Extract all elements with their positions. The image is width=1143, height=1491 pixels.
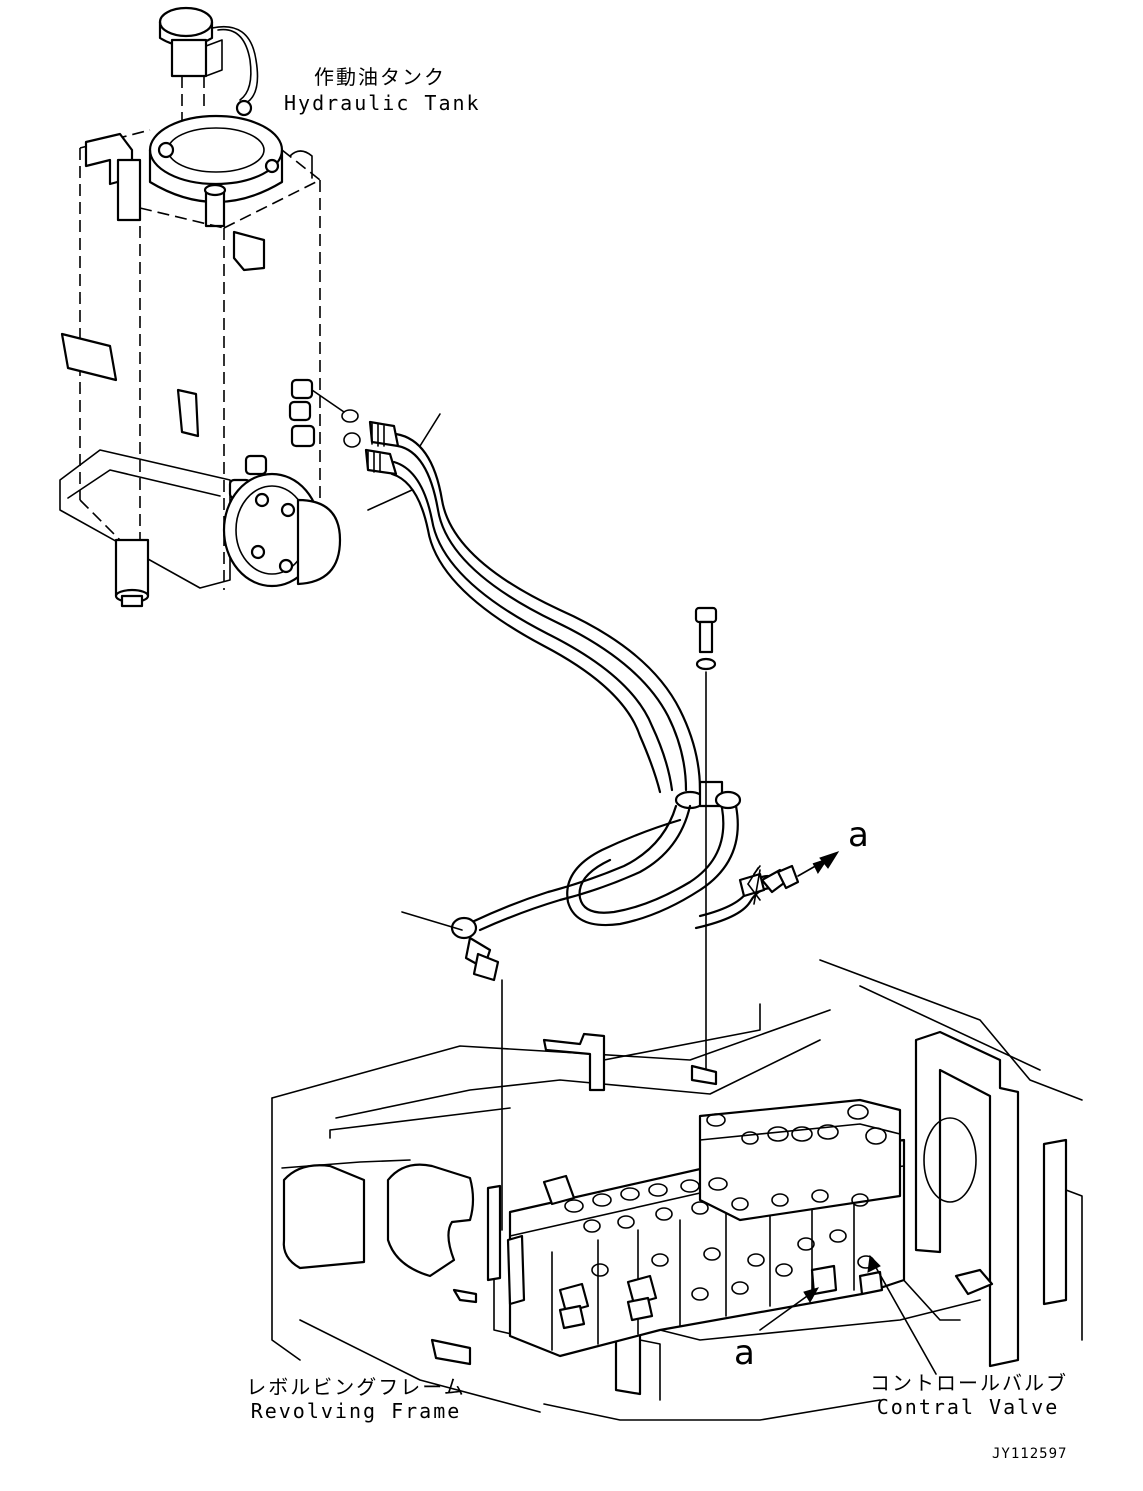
arrow-to-point-a-bottom: [759, 1287, 820, 1331]
tank-brackets: [60, 132, 313, 382]
tank-side-ports: [176, 378, 361, 500]
tank-breather: [158, 6, 259, 120]
mounting-bolt-washer: [694, 606, 718, 1073]
revolving-frame-label-en: Revolving Frame: [250, 1399, 462, 1423]
hydraulic-tank: [59, 6, 361, 608]
revolving-frame-label-jp: レボルビングフレーム: [246, 1375, 466, 1399]
control-valve-label-en: Contral Valve: [876, 1395, 1060, 1419]
hose-fitting-control-valve: [450, 916, 500, 982]
revolving-frame: [271, 959, 1083, 1421]
hydraulic-hoses: [364, 413, 800, 982]
hose-end-fittings-tank: [364, 420, 400, 476]
arrow-to-point-a-top: [797, 851, 840, 877]
hydraulic-tank-label-en: Hydraulic Tank: [284, 91, 481, 115]
tank-suction-flange: [114, 472, 342, 608]
callout-a-top: a: [848, 815, 869, 855]
control-valve-label-jp: コントロールバルブ: [870, 1371, 1068, 1395]
hose-fitting-to-point-a: [738, 864, 800, 898]
hydraulic-tank-label-jp: 作動油タンク: [314, 65, 446, 89]
tank-filter-housing: [148, 99, 284, 228]
control-valve-leader: [867, 1254, 937, 1375]
tank-body: [59, 129, 321, 590]
control-valve: [506, 1098, 906, 1358]
drawing-reference-code: JY112597: [992, 1446, 1068, 1462]
callout-a-bottom: a: [734, 1333, 755, 1373]
